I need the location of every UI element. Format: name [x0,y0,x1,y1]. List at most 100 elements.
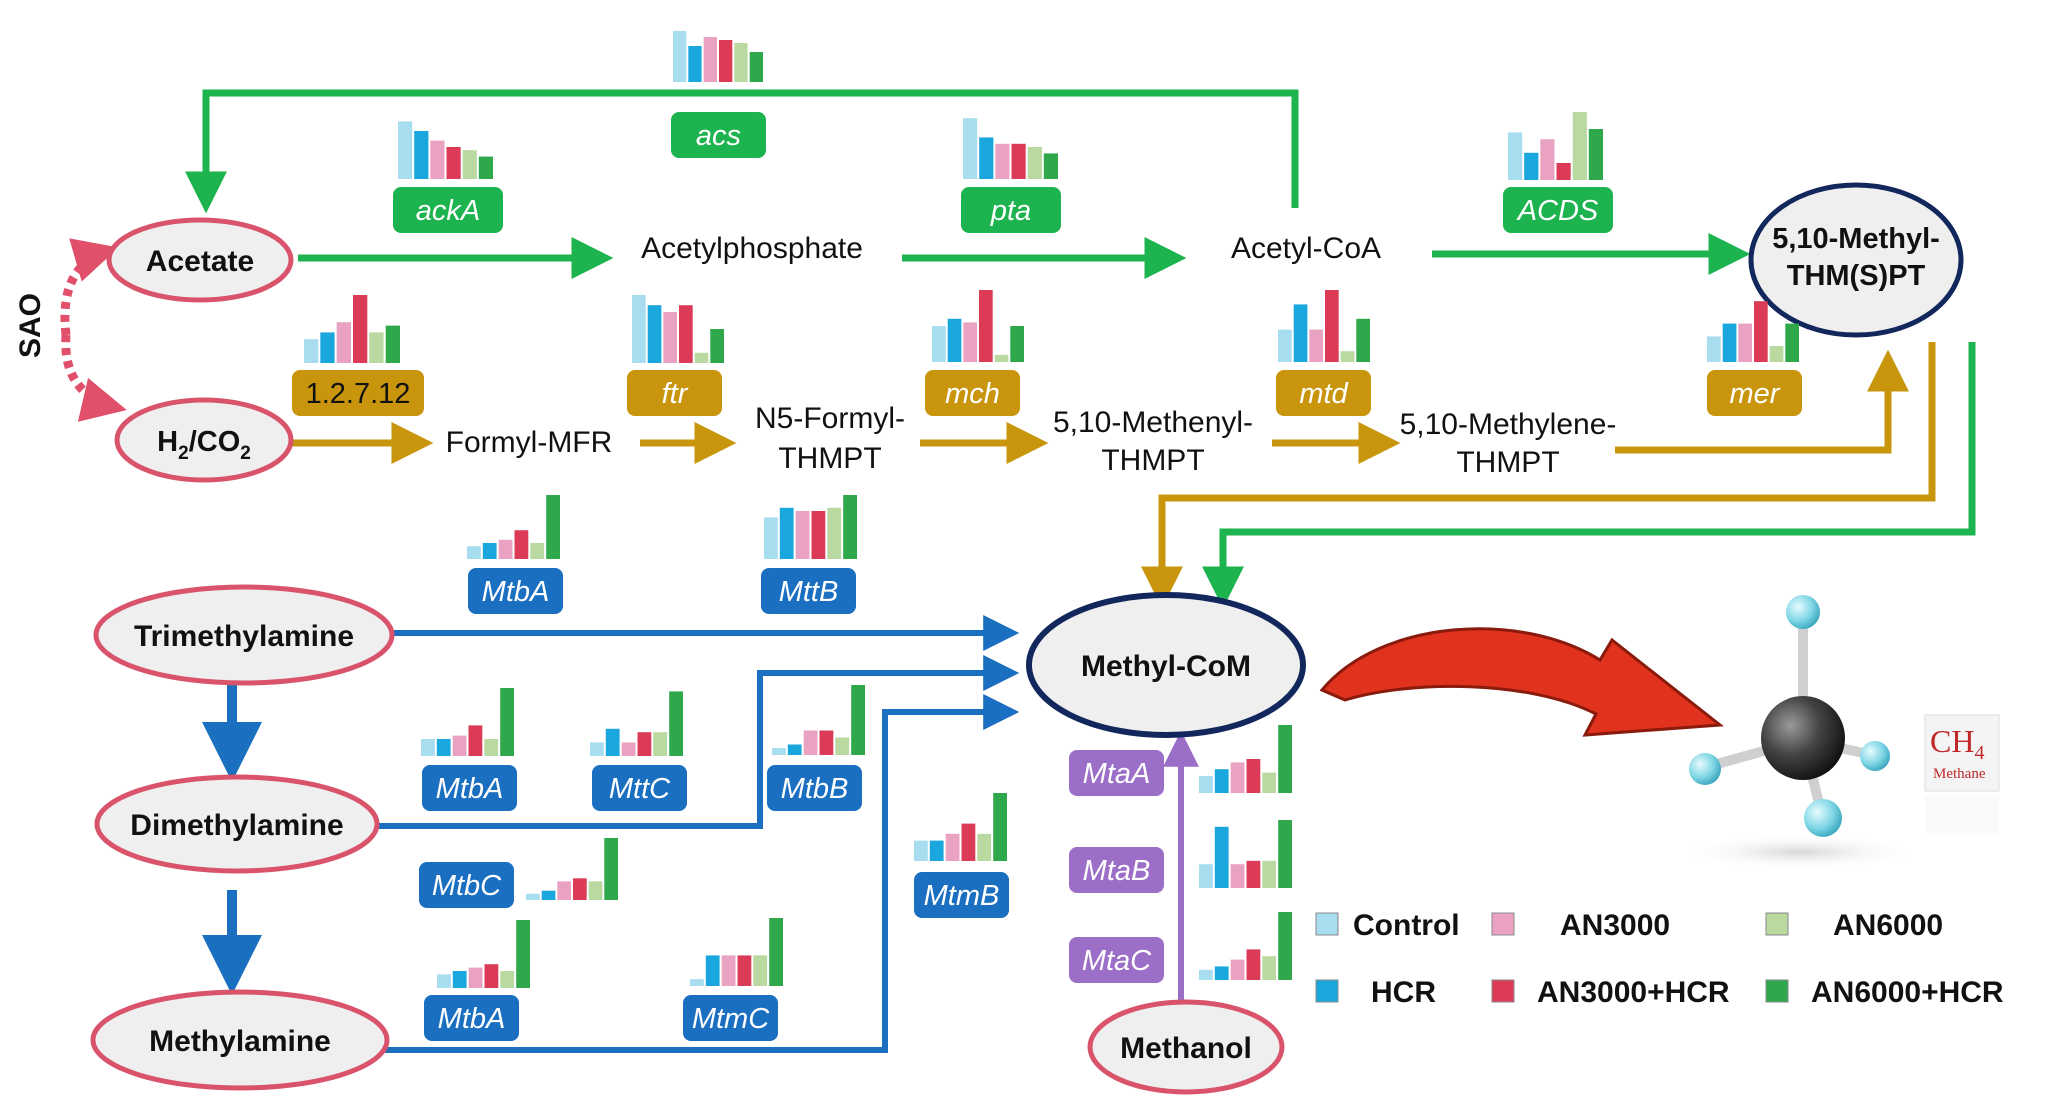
legend-swatch-1 [1315,912,1339,936]
legend-label-5: AN3000+HCR [1537,976,1730,1009]
gene-pta-badge [961,187,1061,233]
gene-mtba2-bar-2 [436,739,451,756]
gene-mtbb-bar-3 [803,730,818,755]
gene-ec127-bar-1 [304,339,319,363]
methylamine-label: Methylamine [149,1025,331,1058]
molecule-shadow [1680,834,1920,870]
gene-mtba3-bar-4 [484,964,499,988]
gene-mtd-bar-6 [1356,318,1370,362]
gene-mtba2-bar-5 [484,739,499,756]
gene-mtab: MtaB [1069,820,1292,893]
gene-mtba1-bar-5 [530,543,545,559]
carbon-atom [1761,696,1845,780]
gene-ackA-expression-chart [398,121,493,179]
acetyl-coa-label: Acetyl-CoA [1231,232,1381,265]
gene-mch-badge [925,370,1020,416]
gene-mtac-bar-2 [1214,966,1229,980]
gene-mtbb-bar-5 [835,737,850,755]
dimethylamine-label: Dimethylamine [130,809,343,842]
gene-mch-label: mch [945,378,1000,410]
methane-molecule-illustration [1680,595,1920,870]
gene-mtba2-bar-3 [452,735,467,756]
legend-swatch-3 [1765,912,1789,936]
gene-mch: mch [925,290,1024,416]
gene-ftr-bar-2 [647,305,662,363]
gene-mtmc-expression-chart [690,918,783,986]
gene-mtba2: MtbA [421,688,517,811]
sao-to-h2co2-arrow [61,334,127,422]
gene-mttc: MttC [590,691,687,811]
legend-label-4: HCR [1371,976,1436,1009]
gene-mtab-bar-3 [1230,864,1245,888]
gene-mttc-bar-6 [669,691,683,756]
gene-mtd-bar-2 [1293,304,1308,362]
gene-mtbc-bar-3 [557,881,571,900]
gene-mttb-bar-6 [843,495,857,559]
legend-item-2: AN3000 [1491,909,1670,942]
gene-mtac-bar-5 [1262,956,1277,980]
gene-mtba3-bar-6 [516,920,530,988]
gene-mtaa-expression-chart [1199,725,1292,793]
gene-mttc-bar-5 [653,732,668,756]
gene-mtaa-bar-5 [1262,772,1277,793]
node-trimethylamine: Trimethylamine [93,584,395,686]
gene-mttc-badge [592,765,687,811]
gene-mtba1-bar-1 [467,546,481,559]
gene-mtac-bar-4 [1246,949,1261,980]
legend-label-1: Control [1353,909,1460,942]
methyl-thmspt-label-line2: THM(S)PT [1787,260,1926,292]
gene-ec127-badge [292,370,424,416]
gene-mtba3-bar-5 [500,971,515,988]
gene-mtba1-bar-4 [514,530,529,559]
gene-mtbb-label: MtbB [781,773,849,805]
gene-mtba1: MtbA [467,495,563,614]
gene-mtbc-bar-5 [588,881,603,900]
gene-mtbc: MtbC [419,838,618,908]
sao-label: SAO [14,293,47,358]
methyl-thmspt-label-line1: 5,10-Methyl- [1772,223,1940,255]
hydrogen-atom-top [1786,595,1820,629]
gene-ackA-label: ackA [416,195,480,227]
gene-acds-bar-4 [1556,163,1571,180]
node-methanol: Methanol [1087,999,1285,1095]
gene-acds-badge [1503,187,1613,233]
methylamine-pathway-arrows [202,615,1020,1053]
legend-item-6: AN6000+HCR [1765,976,2004,1009]
gene-acs-bar-5 [734,43,748,82]
gene-mtaa-label: MtaA [1083,758,1151,790]
gene-acs-bar-3 [703,37,717,82]
gene-mtba3-expression-chart [437,920,530,988]
acetate-label: Acetate [146,245,254,278]
gene-mtba3-bar-1 [437,974,451,988]
gene-mtmc-bar-3 [721,955,736,986]
node-methylamine: Methylamine [90,989,390,1091]
gene-ackA: ackA [393,121,503,233]
gene-mtac-badge [1069,937,1164,983]
gene-ec127-bar-6 [385,325,400,363]
gene-mtaa-bar-1 [1199,776,1213,793]
gene-mtbb-bar-2 [787,744,802,755]
gene-pta-bar-6 [1043,153,1058,179]
gene-mtd-bar-5 [1340,351,1355,362]
gene-ec127-bar-5 [369,332,384,363]
gene-mtaa-bar-4 [1246,759,1261,793]
gene-mtmb-bar-4 [961,823,976,861]
methylamine-to-methylcom-arrow [375,694,1020,1053]
gene-mtbb-bar-1 [772,748,786,755]
gene-mttc-expression-chart [590,691,683,756]
gene-mtbc-badge [419,862,514,908]
methylene-label-line2: THMPT [1456,446,1559,479]
gene-acs-expression-chart [673,31,763,82]
legend-label-3: AN6000 [1833,909,1943,942]
methane-name: Methane [1933,766,1986,782]
methylthmspt-to-methylcom-green-arrow [1202,342,1976,609]
gene-ackA-bar-3 [430,140,445,179]
gene-mch-bar-6 [1010,326,1024,362]
gene-mtac-expression-chart [1199,912,1292,980]
gene-pta: pta [961,118,1061,233]
legend-label-6: AN6000+HCR [1811,976,2004,1009]
gene-mtba1-expression-chart [467,495,560,559]
gene-mtaa-bar-2 [1214,769,1229,793]
